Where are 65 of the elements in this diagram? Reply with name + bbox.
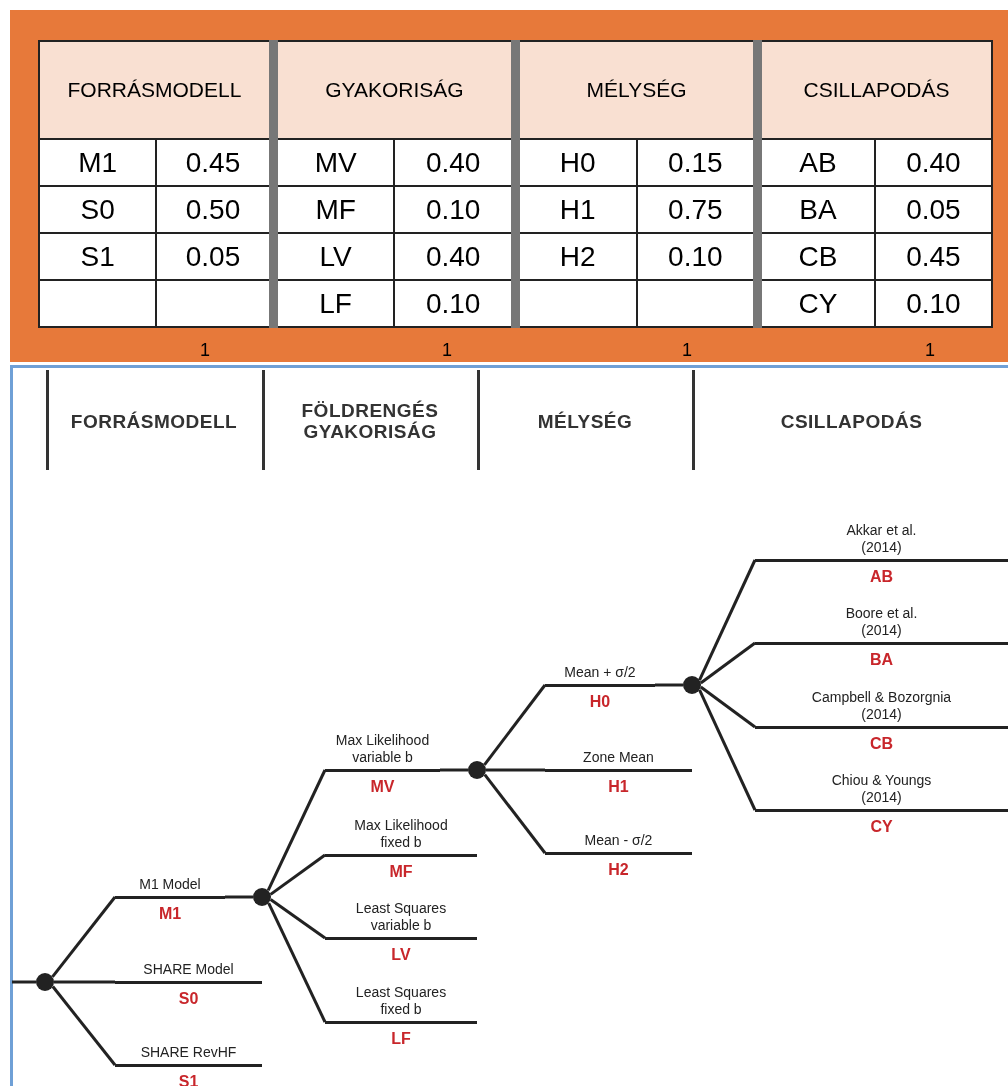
branch-point (468, 761, 486, 779)
branch-line (269, 898, 326, 940)
branch-label: Least Squares variable b (354, 899, 448, 935)
column-header: CSILLAPODÁS (779, 410, 924, 432)
branch-label: Mean + σ/2 (564, 663, 636, 682)
sum-value: 1 (924, 340, 936, 361)
branch-label: Boore et al. (2014) (844, 604, 919, 640)
branch-label: Akkar et al. (2014) (845, 521, 918, 557)
weight-value: 0.05 (874, 186, 992, 233)
branch-label: Campbell & Bozorgnia (2014) (810, 688, 953, 724)
branch-line (225, 895, 253, 899)
branch-line (54, 980, 115, 984)
branch-label: Mean - σ/2 (584, 831, 653, 850)
branch-code: BA (869, 649, 894, 669)
branch-code: LF (391, 1028, 411, 1048)
weight-value: 0.40 (874, 139, 992, 186)
branch-point (253, 888, 271, 906)
branch-label: Least Squares fixed b (354, 983, 448, 1019)
weight-value: 0.10 (874, 280, 992, 327)
branch-line (266, 769, 327, 892)
branch-code: S1 (39, 233, 157, 280)
branch-line (698, 559, 757, 681)
branch-label: Zone Mean (583, 748, 654, 767)
branch-line (699, 641, 756, 685)
branch-code: AB (869, 566, 894, 586)
branch-line (486, 768, 545, 772)
sum-value: 1 (199, 340, 211, 361)
branch-code: MF (389, 861, 413, 881)
branch-code: MV (370, 776, 395, 796)
branch-line (51, 896, 117, 978)
branch-line (269, 853, 326, 896)
branch-point (36, 973, 54, 991)
sum-value: 1 (441, 340, 453, 361)
branch-label: SHARE RevHF (140, 1043, 237, 1062)
sum-value: 1 (681, 340, 693, 361)
column-header: FÖLDRENGÉS GYAKORISÁG (300, 400, 440, 442)
branch-code: CB (869, 733, 894, 753)
branch-code: H1 (608, 776, 629, 796)
branch-code: CY (870, 816, 893, 836)
column-header: MÉLYSÉG (536, 410, 634, 432)
branch-code: H0 (589, 691, 611, 711)
branch-line (483, 773, 547, 854)
branch-label: SHARE Model (143, 960, 234, 979)
branch-code: S1 (178, 1071, 199, 1086)
branch-line (51, 985, 117, 1066)
branch-code: M1 (39, 139, 157, 186)
branch-line (698, 689, 757, 811)
branch-label: M1 Model (139, 875, 201, 894)
branch-line (440, 768, 468, 772)
branch-code: S0 (39, 186, 157, 233)
branch-line (699, 685, 756, 729)
branch-code: M1 (158, 903, 182, 923)
branch-line (655, 683, 683, 687)
branch-line (12, 980, 36, 984)
branch-code: S0 (178, 988, 199, 1008)
branch-line (267, 902, 327, 1023)
branch-code: H2 (608, 859, 629, 879)
branch-label: Max Likelihood fixed b (353, 816, 449, 852)
weight-value: 0.45 (874, 233, 992, 280)
column-header: FORRÁSMODELL (69, 410, 239, 432)
branch-line (483, 684, 547, 766)
branch-label: Max Likelihood variable b (334, 731, 431, 767)
branch-code: LV (391, 944, 411, 964)
branch-point (683, 676, 701, 694)
branch-label: Chiou & Youngs (2014) (830, 771, 933, 807)
